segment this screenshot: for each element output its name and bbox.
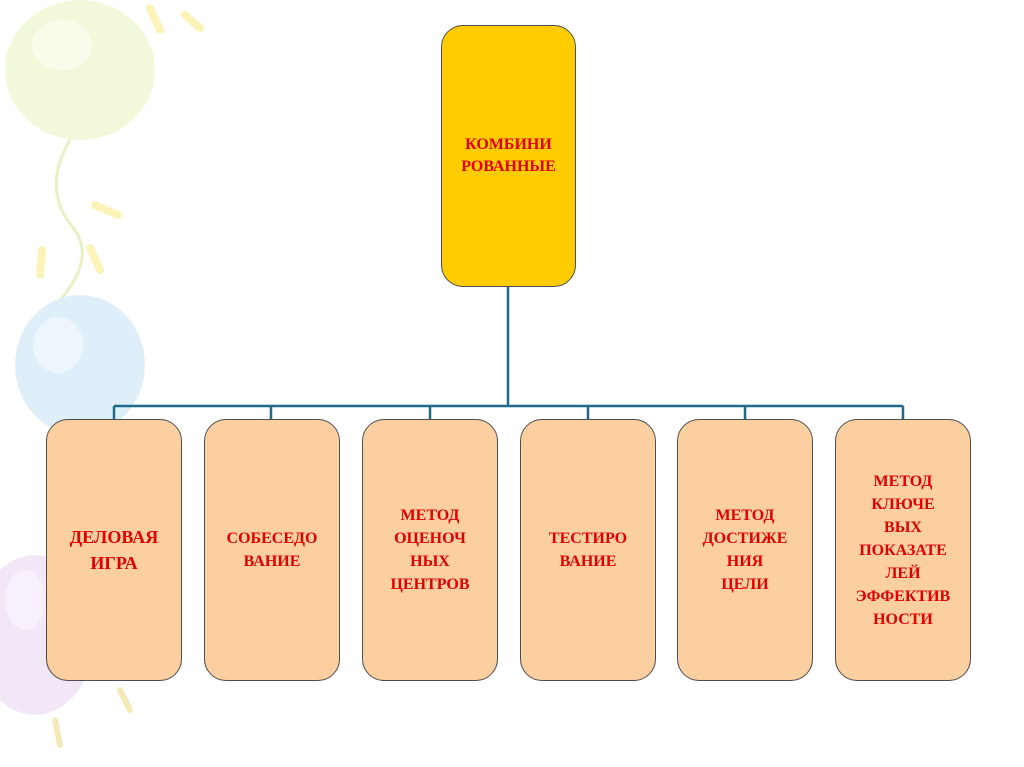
- root-node-label: КОМБИНИ РОВАННЫЕ: [461, 136, 556, 175]
- child-node-label: СОБЕСЕДО ВАНИЕ: [226, 530, 318, 570]
- child-node-label: ТЕСТИРО ВАНИЕ: [548, 530, 628, 570]
- child-node-goal-achievement: МЕТОД ДОСТИЖЕ НИЯ ЦЕЛИ: [677, 419, 813, 681]
- child-node-business-game: ДЕЛОВАЯ ИГРА: [46, 419, 182, 681]
- child-node-testing: ТЕСТИРО ВАНИЕ: [520, 419, 656, 681]
- child-node-label: МЕТОД КЛЮЧЕ ВЫХ ПОКАЗАТЕ ЛЕЙ ЭФФЕКТИВ НО…: [855, 472, 951, 628]
- root-node-box: КОМБИНИ РОВАННЫЕ: [441, 25, 576, 287]
- child-node-label: ДЕЛОВАЯ ИГРА: [69, 527, 159, 573]
- child-node-interview: СОБЕСЕДО ВАНИЕ: [204, 419, 340, 681]
- child-node-assessment-centers: МЕТОД ОЦЕНОЧ НЫХ ЦЕНТРОВ: [362, 419, 498, 681]
- child-node-label: МЕТОД ОЦЕНОЧ НЫХ ЦЕНТРОВ: [390, 507, 470, 593]
- child-node-kpi: МЕТОД КЛЮЧЕ ВЫХ ПОКАЗАТЕ ЛЕЙ ЭФФЕКТИВ НО…: [835, 419, 971, 681]
- child-node-label: МЕТОД ДОСТИЖЕ НИЯ ЦЕЛИ: [702, 507, 788, 593]
